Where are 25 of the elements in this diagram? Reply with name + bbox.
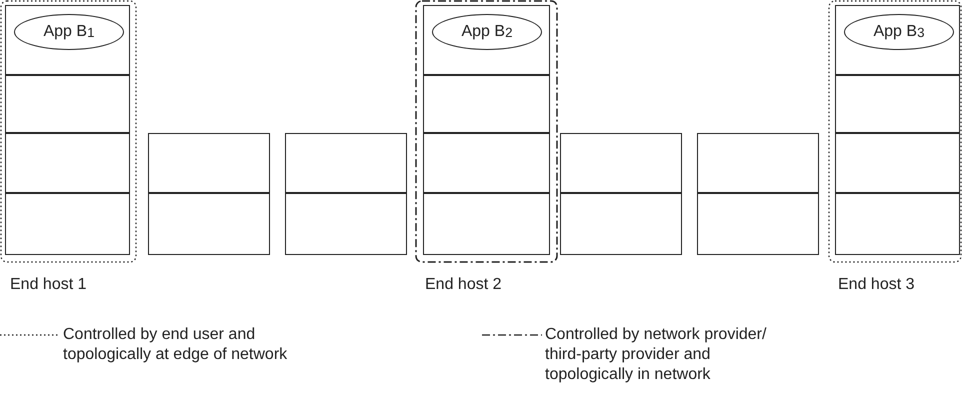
layer-box [835,75,960,133]
host-label: End host 2 [425,276,502,294]
host-label: End host 1 [10,276,86,294]
layer-box [423,133,550,193]
layer-box [5,193,130,255]
legend-text: Controlled by network provider/ third-party provider and topologically in network [545,325,768,385]
layer-box [560,133,682,193]
layer-box [5,75,130,133]
host-label: End host 3 [838,276,914,294]
layer-box [148,133,270,193]
layer-box [285,133,407,193]
layer-box [835,5,960,75]
layer-box [5,133,130,193]
layer-box [560,193,682,255]
layer-box [423,193,550,255]
layer-box [5,5,130,75]
layer-box [697,133,819,193]
layer-box [835,133,960,193]
layer-box [423,5,550,75]
layer-box [148,193,270,255]
layer-box [697,193,819,255]
layer-box [423,75,550,133]
legend-text: Controlled by end user and topologically at edge of network [63,325,288,365]
layer-box [285,193,407,255]
layer-box [835,193,960,255]
